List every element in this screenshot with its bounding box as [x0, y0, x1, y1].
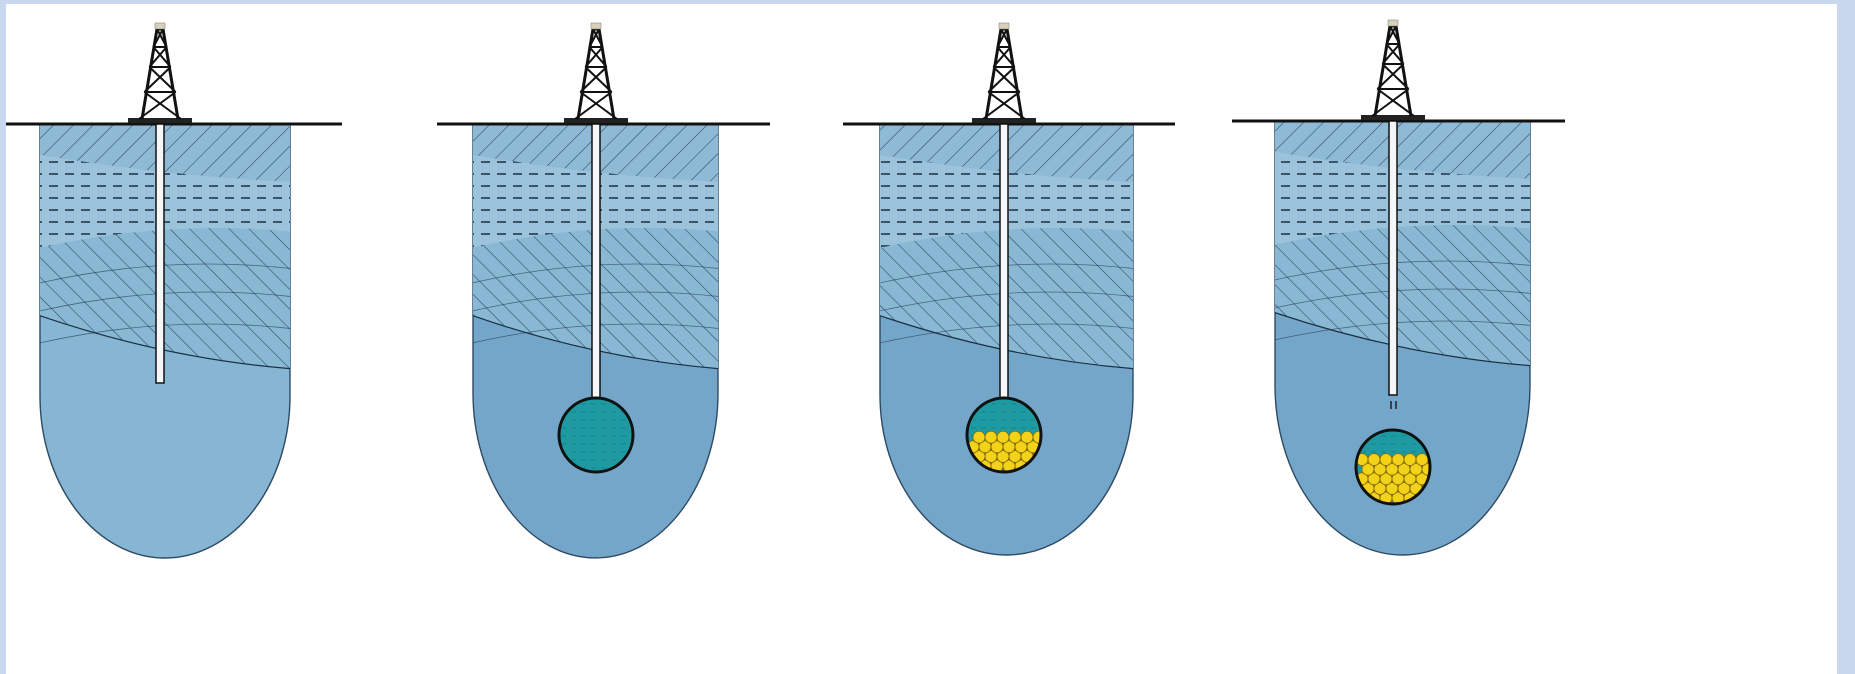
well-pipe — [156, 124, 164, 383]
derrick-base — [128, 118, 192, 123]
nodule — [1404, 454, 1416, 466]
nodule — [1368, 454, 1380, 466]
storage-cavity — [559, 398, 633, 472]
well-pipe — [592, 124, 600, 398]
derrick-base — [972, 118, 1036, 123]
well-pipe — [1389, 121, 1397, 395]
derrick-crown — [155, 23, 165, 29]
derrick-base — [1361, 115, 1425, 120]
nodule — [985, 431, 997, 443]
nodule — [1021, 431, 1033, 443]
derrick-base — [564, 118, 628, 123]
nodule — [997, 431, 1009, 443]
nodule — [1009, 431, 1021, 443]
nodule — [1392, 454, 1404, 466]
derrick-crown — [591, 23, 601, 29]
derrick-crown — [1388, 20, 1398, 26]
derrick-crown — [999, 23, 1009, 29]
nodule — [973, 431, 985, 443]
well-pipe — [1000, 124, 1008, 398]
nodule — [1416, 454, 1428, 466]
nodule — [1380, 454, 1392, 466]
